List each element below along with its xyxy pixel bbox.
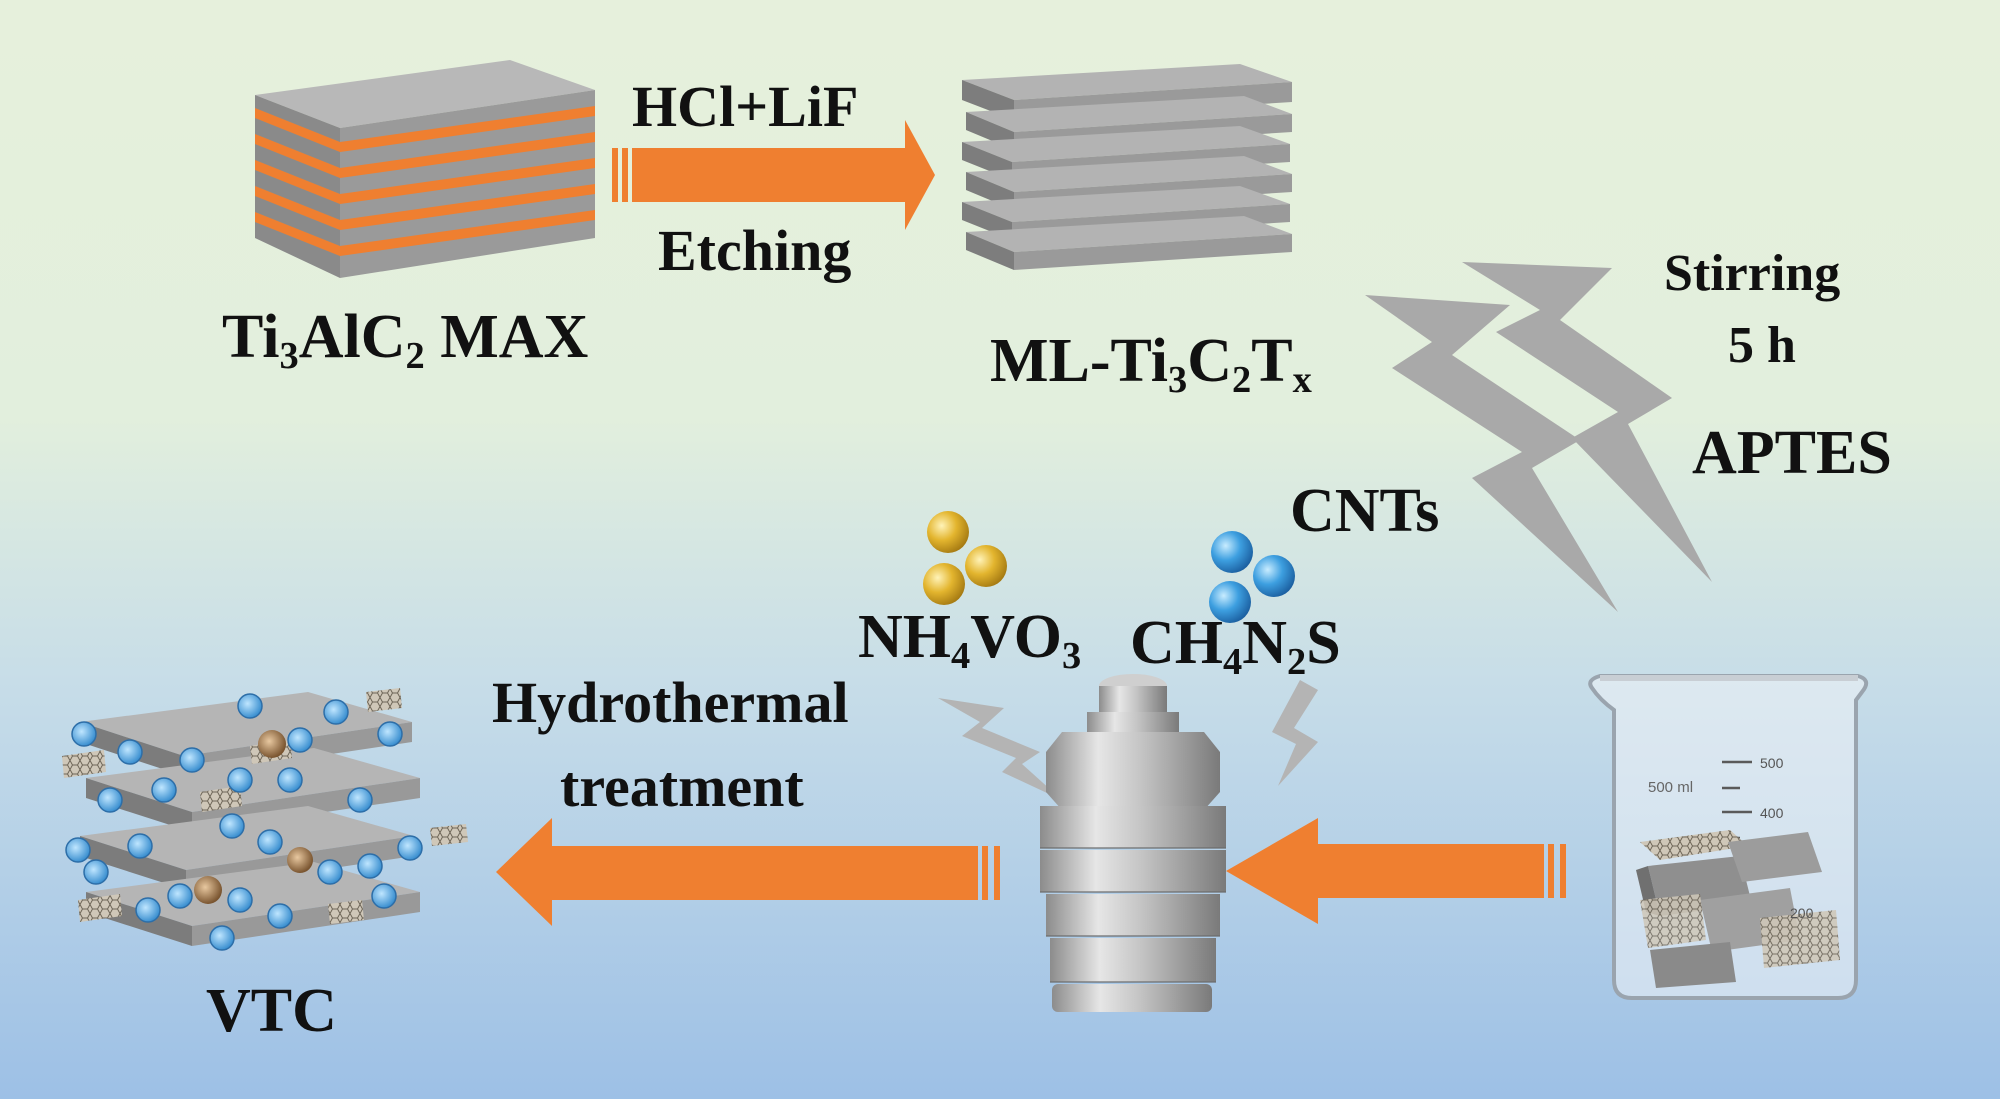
label-hydrothermal: Hydrothermal <box>492 670 849 735</box>
beaker <box>1588 674 1869 1000</box>
label-etching: Etching <box>658 218 852 283</box>
label-5h: 5 h <box>1728 317 1796 374</box>
vanadium-spheres <box>923 511 1007 605</box>
label-hcl-lif: HCl+LiF <box>632 74 859 139</box>
label-nh4vo3: NH4VO3 <box>858 603 1082 677</box>
label-aptes: APTES <box>1692 419 1892 487</box>
lightning-reactants <box>938 680 1318 800</box>
arrow-to-autoclave <box>1226 818 1566 924</box>
beaker-tick-200: 200 <box>1790 905 1814 921</box>
etching-arrow <box>612 120 935 230</box>
label-treatment: treatment <box>560 754 804 819</box>
beaker-volume-label: 500 ml <box>1648 779 1693 796</box>
label-stirring: Stirring <box>1664 245 1841 302</box>
thiourea-spheres <box>1209 531 1295 623</box>
beaker-tick-400: 400 <box>1760 805 1784 821</box>
label-ti3alc2-max: Ti3AlC2 MAX <box>222 303 589 377</box>
label-ml-ti3c2tx: ML-Ti3C2Tx <box>990 327 1312 401</box>
ml-mxene-stack <box>962 64 1292 270</box>
lightning-arrows-to-beaker <box>1365 262 1712 612</box>
autoclave <box>1040 674 1226 1012</box>
beaker-contents <box>1636 830 1840 988</box>
max-phase-block <box>255 60 595 278</box>
beaker-tick-500: 500 <box>1760 755 1784 771</box>
label-cnts: CNTs <box>1290 477 1440 545</box>
label-vtc: VTC <box>206 977 337 1045</box>
hydrothermal-arrow <box>496 818 1000 926</box>
vtc-composite <box>62 688 468 951</box>
label-ch4n2s: CH4N2S <box>1130 609 1341 683</box>
